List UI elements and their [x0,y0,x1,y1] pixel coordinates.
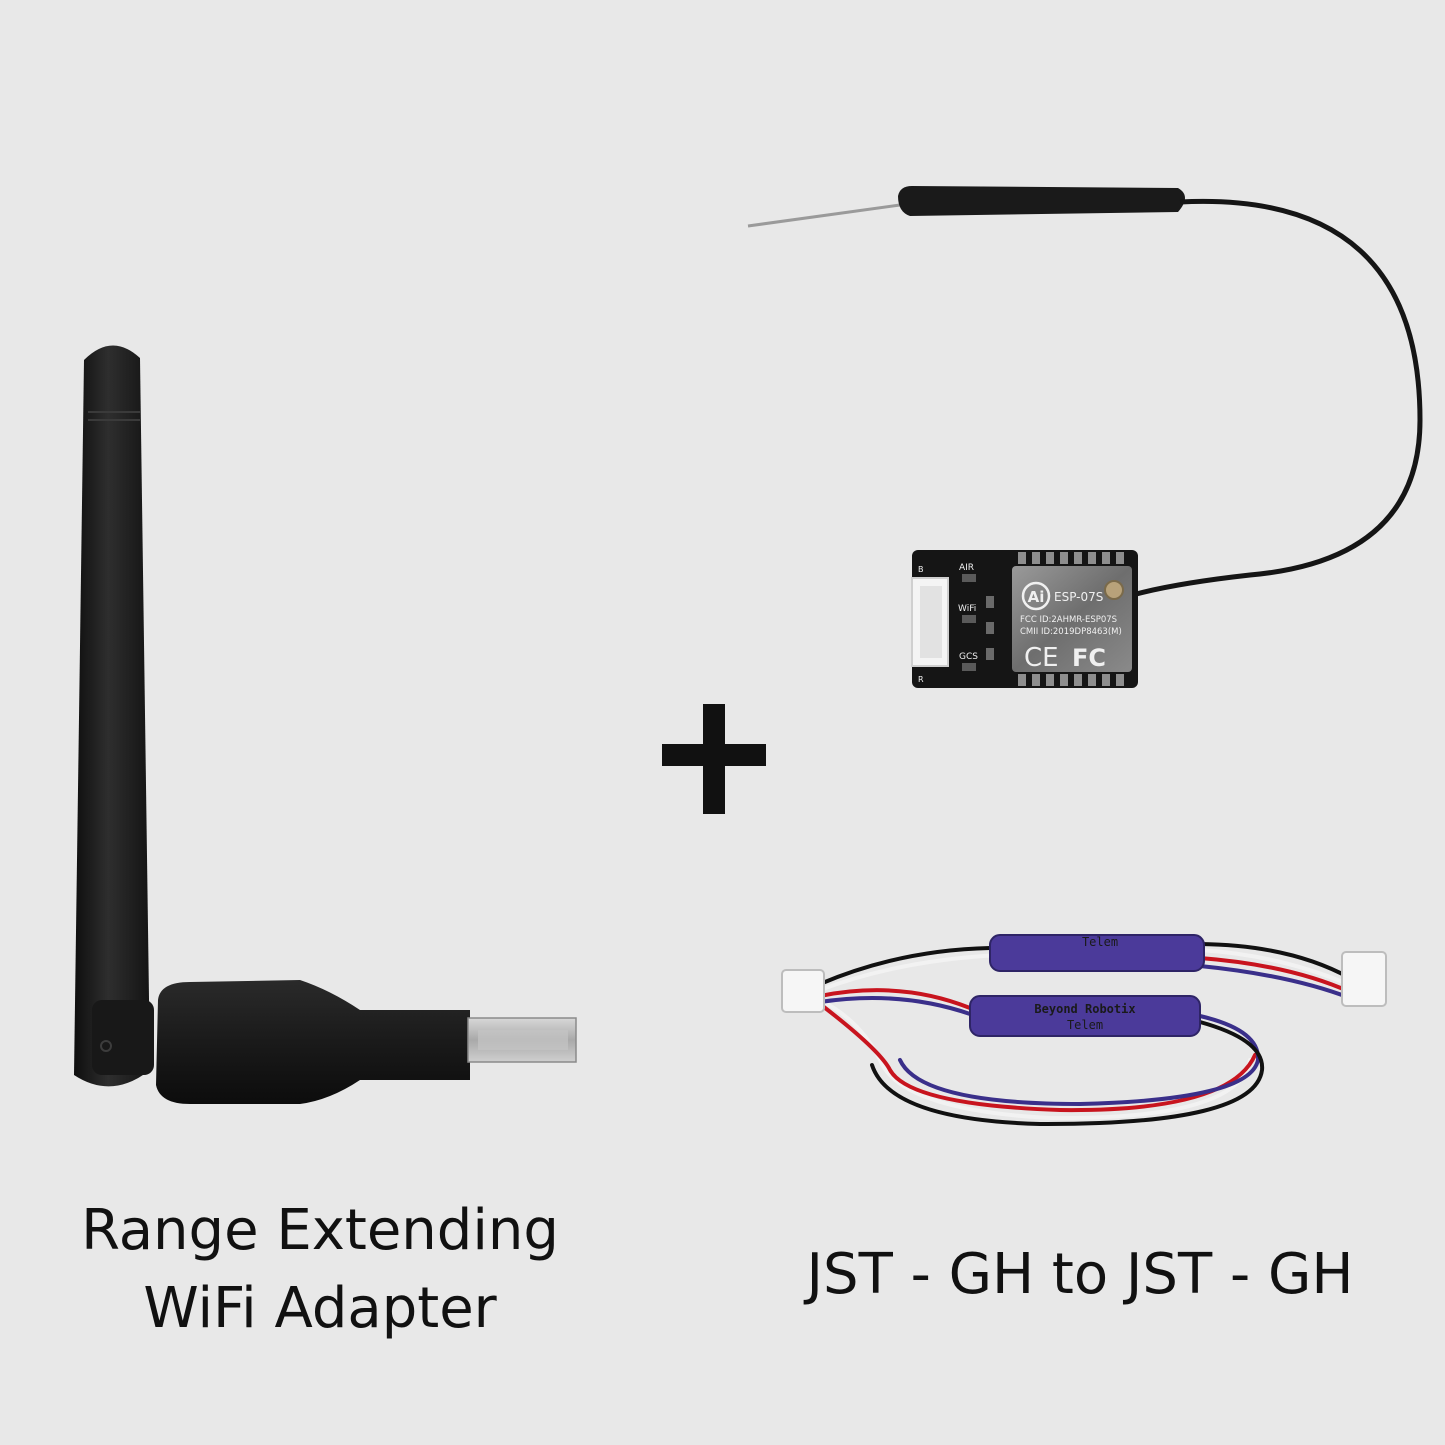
wifi-adapter-caption-line2: WiFi Adapter [143,1276,497,1341]
ce-mark: CE [1024,643,1059,673]
cmii-id: CMII ID:2019DP8463(M) [1020,627,1122,637]
heatshrink-bottom [969,995,1201,1037]
label-air: AIR [959,563,974,573]
wifi-adapter [74,345,577,1104]
label-b: B [918,565,924,574]
wifi-adapter-caption: Range Extending WiFi Adapter [40,1192,600,1348]
antenna-ridges [88,411,140,421]
label-gcs: GCS [959,652,978,662]
wire-blue [818,964,1352,1107]
heatshrink-labels: Telem Beyond Robotix Telem [1034,935,1135,1032]
jst-cable [781,934,1387,1127]
wire-white [818,948,1352,1121]
sleeve-label-bottom-1: Beyond Robotix [1034,1002,1135,1016]
fcc-id: FCC ID:2AHMR-ESP07S [1020,615,1117,625]
jst-connector-left [781,969,825,1013]
sleeve-label-bottom-2: Telem [1067,1018,1103,1032]
smd-components [986,596,994,660]
usb-plug-inner [478,1030,568,1050]
whip-wire [747,203,901,228]
plus-icon [662,704,766,814]
wifi-adapter-caption-line1: Range Extending [81,1198,559,1263]
led-wifi [962,615,976,623]
label-r: R [918,675,924,684]
castellated-pads [1018,552,1124,686]
led-air [962,574,976,582]
rf-shield [1012,566,1132,672]
board-jst-socket-inner [920,586,942,658]
chip-logo: Ai [1028,588,1045,606]
heatshrink-top [989,934,1205,972]
label-wifi: WiFi [958,604,976,614]
sleeve-label-top: Telem [1082,935,1118,949]
adapter-body [156,980,470,1104]
coax-cable [1115,198,1423,603]
whip-sleeve [898,186,1185,216]
led-gcs [962,663,976,671]
fc-mark: FC [1072,644,1106,672]
ai-logo-ring [1021,581,1051,611]
jst-connector-right [1341,951,1387,1007]
ipex-connector [1104,580,1124,600]
cable-caption: JST - GH to JST - GH [806,1242,1354,1307]
esp-module: Ai ESP-07S FCC ID:2AHMR-ESP07S CMII ID:2… [747,186,1423,688]
hinge-dot [100,1040,112,1052]
antenna-hinge [92,1000,154,1075]
chip-model: ESP-07S [1054,590,1103,604]
wire-black [818,942,1352,1127]
adapter-antenna [74,345,150,1087]
